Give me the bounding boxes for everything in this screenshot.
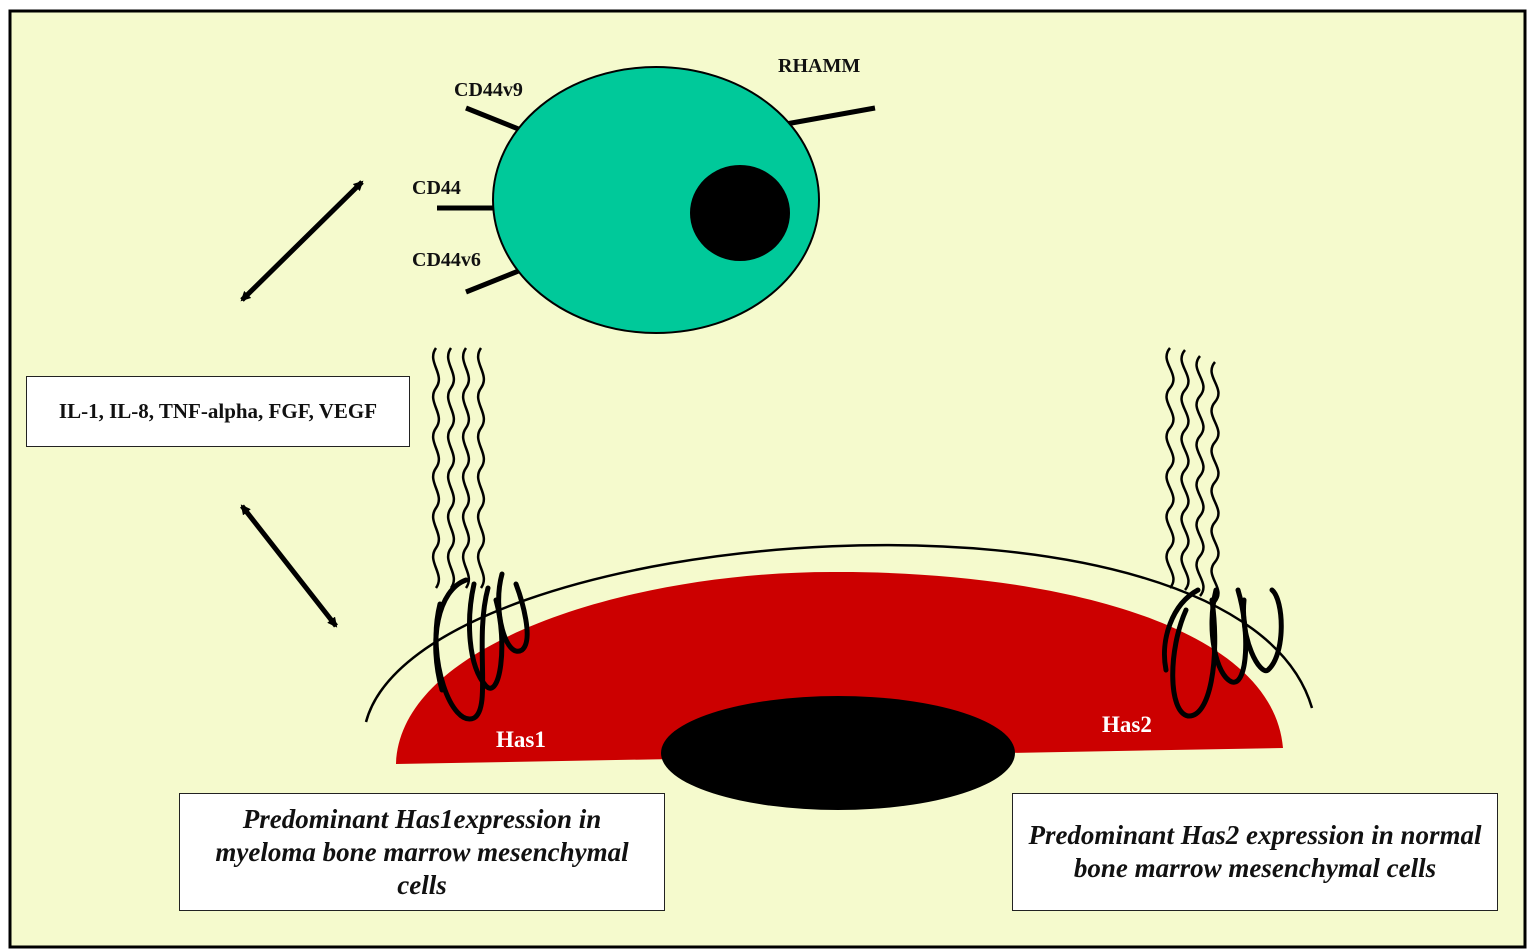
rhamm-label: RHAMM (778, 56, 860, 76)
caption-box-has2: Predominant Has2 expression in normal bo… (1012, 793, 1498, 911)
cd44v6-label: CD44v6 (412, 250, 481, 270)
cd44-label: CD44 (412, 178, 461, 198)
cytokine-list: IL-1, IL-8, TNF-alpha, FGF, VEGF (59, 399, 377, 424)
myeloma-nucleus (690, 165, 790, 261)
caption-has1: Predominant Has1expression in myeloma bo… (194, 803, 650, 902)
caption-has2: Predominant Has2 expression in normal bo… (1027, 819, 1483, 885)
stromal-nucleus (661, 696, 1015, 810)
caption-box-has1: Predominant Has1expression in myeloma bo… (179, 793, 665, 911)
cytokine-box: IL-1, IL-8, TNF-alpha, FGF, VEGF (26, 376, 410, 447)
has2-label: Has2 (1102, 713, 1152, 736)
has1-label: Has1 (496, 728, 546, 751)
cd44v9-label: CD44v9 (454, 80, 523, 100)
